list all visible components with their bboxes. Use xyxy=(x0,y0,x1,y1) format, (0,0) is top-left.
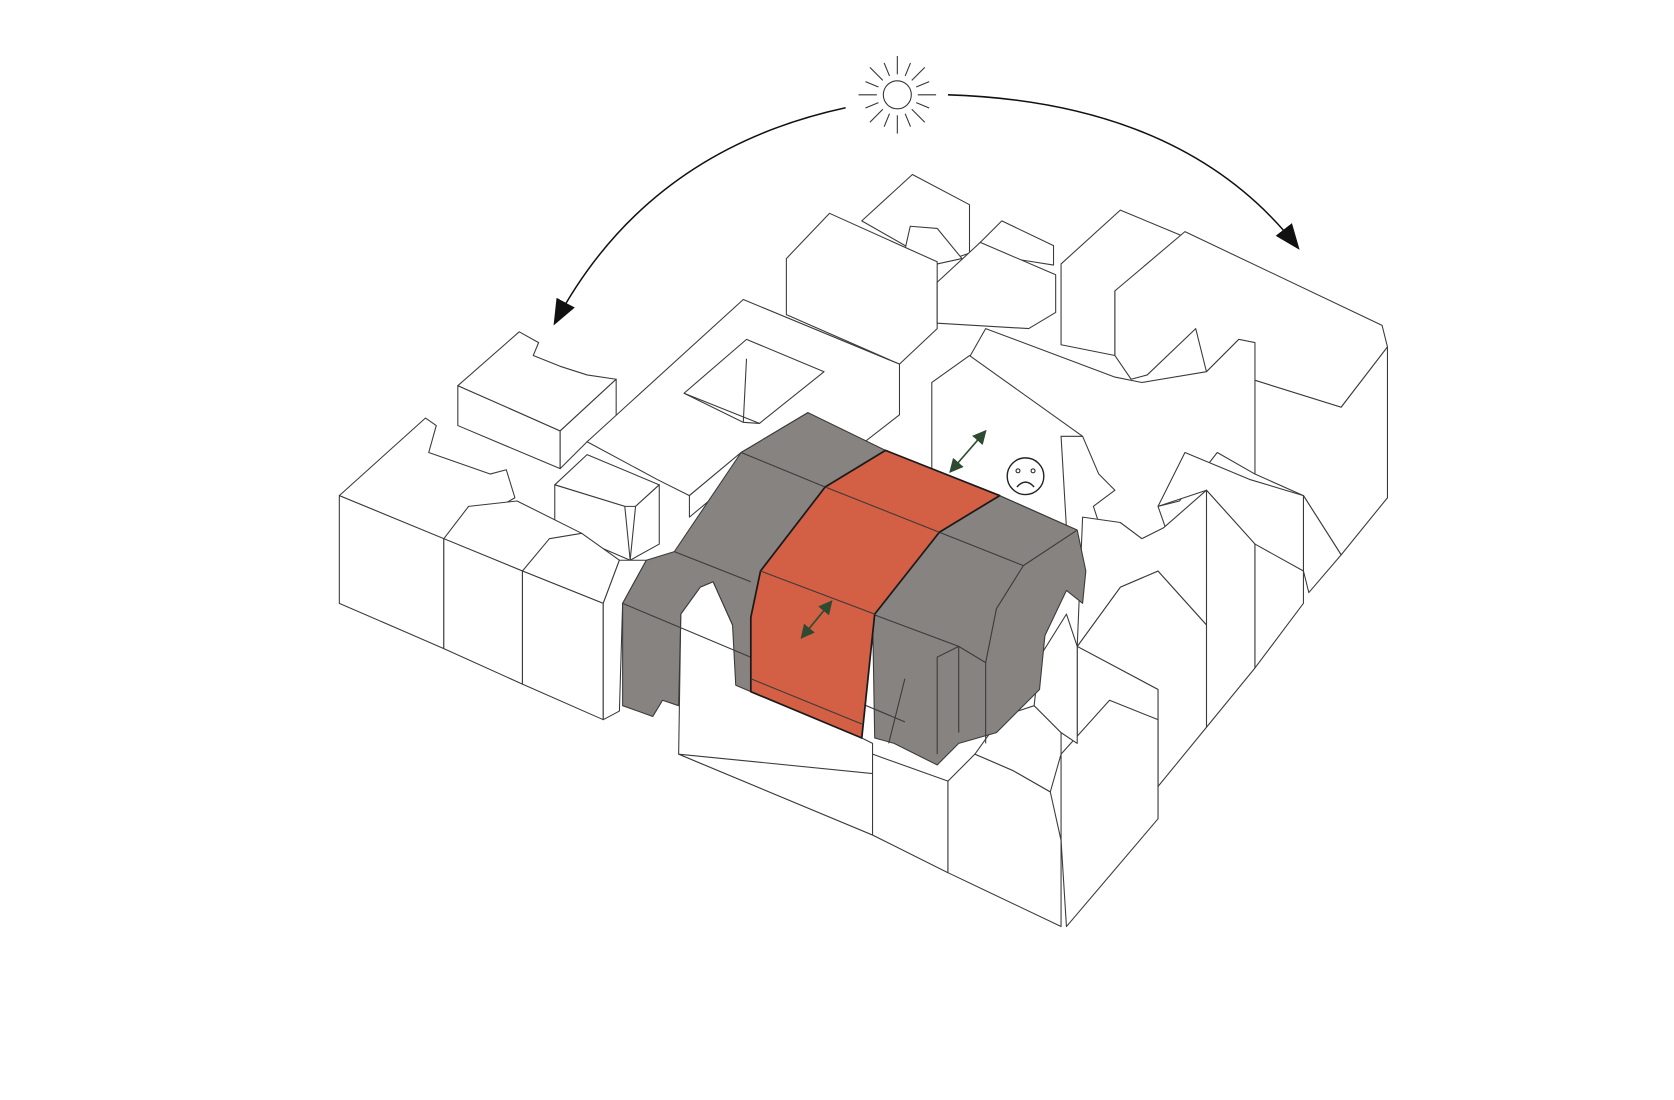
sun-ray xyxy=(911,67,926,81)
context-buildings-back xyxy=(785,173,1388,594)
sun-ray xyxy=(916,81,930,88)
sun-ray xyxy=(883,62,890,77)
sun-icon xyxy=(858,56,937,134)
sun-ray xyxy=(865,81,879,88)
sun-ray xyxy=(904,62,912,77)
sun-ray xyxy=(869,108,884,123)
sad-face-icon xyxy=(1006,457,1045,496)
sun-ray xyxy=(916,102,930,109)
context-buildings-right-front xyxy=(678,451,1304,928)
sun-path-arrow-left xyxy=(553,107,846,326)
sun-ray xyxy=(911,108,926,123)
sun-path-arrow-right xyxy=(947,94,1300,250)
double-arrow-icon xyxy=(800,600,833,639)
sun-ray xyxy=(865,102,879,109)
sun-ray xyxy=(869,67,884,81)
highlight-volume xyxy=(749,449,1001,739)
sun-ray xyxy=(883,113,890,127)
double-arrow-icon xyxy=(949,429,987,473)
sun-ray xyxy=(904,113,912,127)
